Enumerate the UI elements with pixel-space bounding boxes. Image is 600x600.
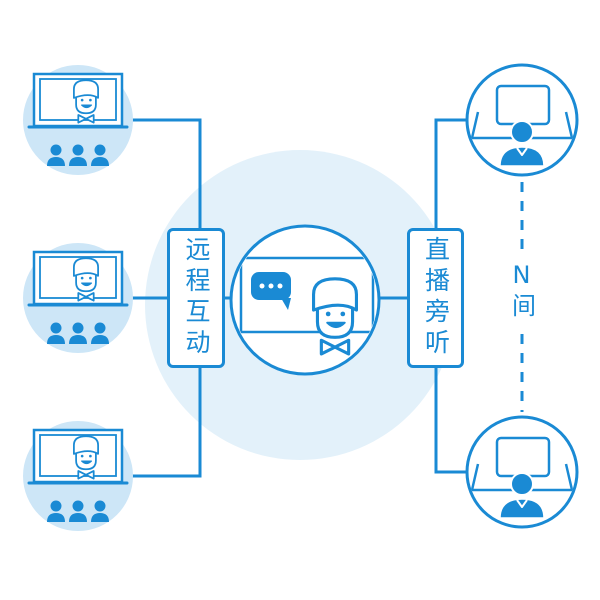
observer-node-2 [466, 417, 578, 527]
remote-classroom-node-2 [23, 243, 133, 353]
center-classroom-node [229, 224, 381, 376]
live-observation-label: 直播旁听 [407, 228, 464, 368]
rooms-count-label: N间 [504, 256, 540, 326]
remote-classroom-node-1 [23, 65, 133, 175]
remote-classroom-node-3 [23, 421, 133, 531]
observer-node-1 [466, 65, 578, 175]
remote-interaction-label: 远程互动 [167, 228, 225, 368]
speech-bubble-icon [251, 272, 291, 310]
